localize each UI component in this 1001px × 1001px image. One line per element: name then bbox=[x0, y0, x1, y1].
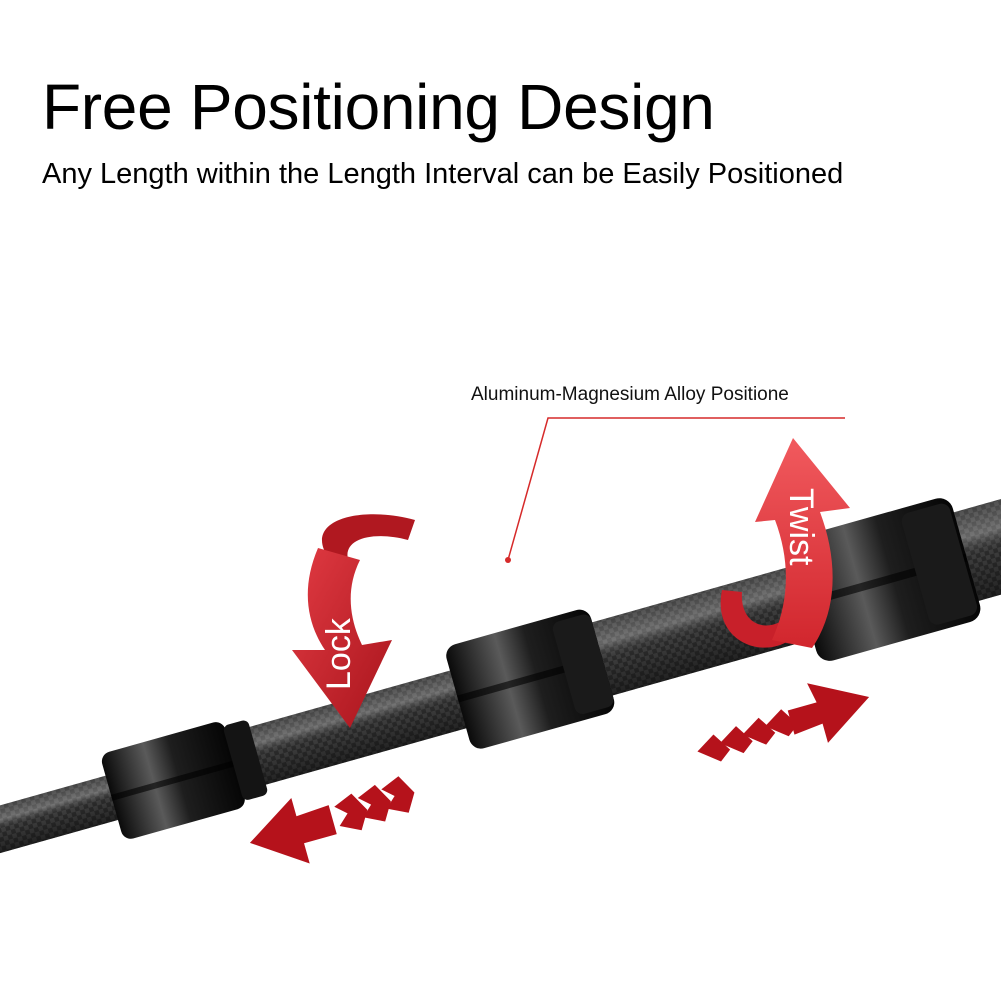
callout-label: Aluminum-Magnesium Alloy Positione bbox=[471, 384, 789, 405]
twist-rotation-arrow-icon: Twist bbox=[720, 438, 850, 648]
pole-assembly bbox=[0, 473, 1001, 856]
chevron-arrow-right-icon bbox=[697, 683, 870, 762]
locking-collar-left bbox=[101, 720, 268, 839]
locking-collar-middle bbox=[446, 609, 615, 749]
page-title: Free Positioning Design bbox=[42, 71, 715, 143]
callout-dot bbox=[505, 557, 511, 563]
page-subtitle: Any Length within the Length Interval ca… bbox=[42, 158, 844, 190]
lock-label: Lock bbox=[320, 617, 358, 690]
locking-collar-right bbox=[788, 498, 981, 661]
callout-leader-line bbox=[507, 417, 845, 561]
twist-label: Twist bbox=[782, 488, 820, 566]
lock-rotation-arrow-icon: Lock bbox=[292, 514, 415, 728]
chevron-arrow-left-icon bbox=[249, 776, 415, 864]
